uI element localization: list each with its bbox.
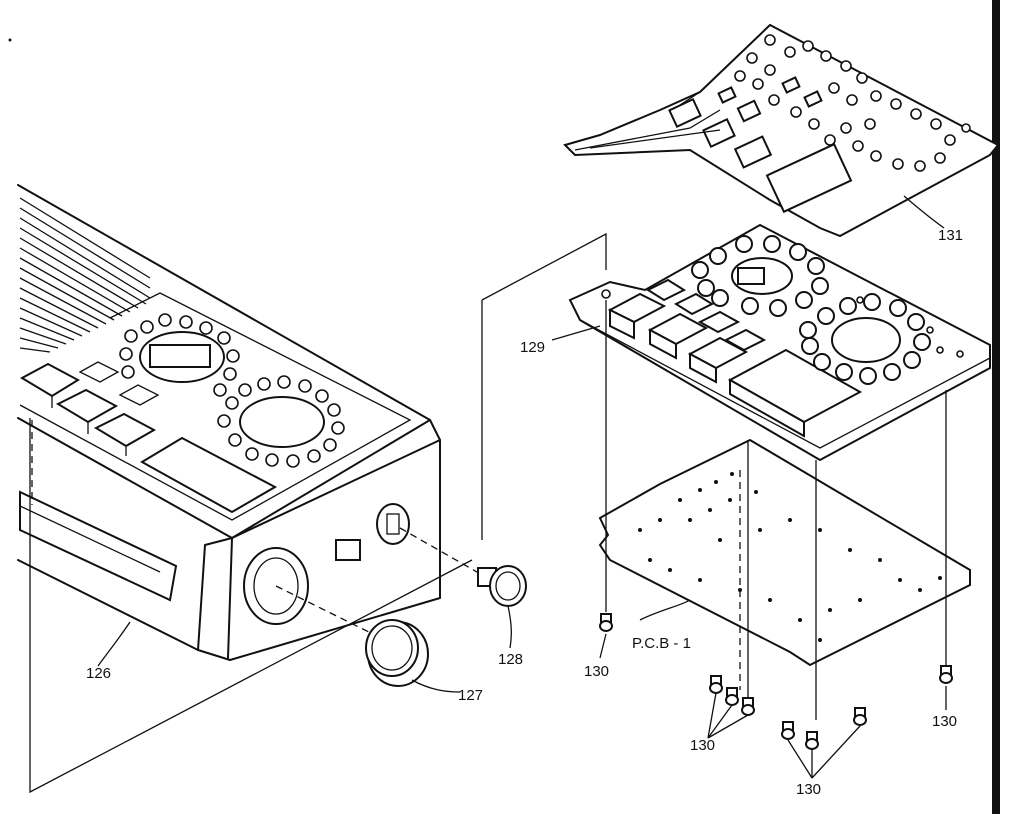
left-dial-holes <box>119 313 240 397</box>
scan-edge-bar <box>992 0 1000 814</box>
callout-131: 131 <box>938 227 963 244</box>
small-knob-part <box>399 527 527 607</box>
pcb-part <box>598 438 971 667</box>
top-plate-part <box>563 23 1000 238</box>
housing-square-buttons <box>19 361 160 456</box>
callout-130-bottom: 130 <box>796 781 821 798</box>
callout-pcb: P.C.B - 1 <box>632 635 691 652</box>
vent-grille <box>19 197 151 353</box>
switch-opening <box>335 539 361 561</box>
large-knob-part <box>275 585 429 687</box>
screws <box>599 613 953 750</box>
callout-128: 128 <box>498 651 523 668</box>
alignment-lines <box>31 300 947 720</box>
callout-130-middle: 130 <box>690 737 715 754</box>
callout-130-right: 130 <box>932 713 957 730</box>
right-dial-holes <box>217 375 345 468</box>
callout-130-left: 130 <box>584 663 609 680</box>
board-switches <box>607 278 863 438</box>
board-knobs-right <box>799 293 944 385</box>
top-plate-holes <box>734 34 971 172</box>
small-knob-socket <box>376 503 410 545</box>
leader-lines <box>97 195 947 779</box>
board-knobs-left <box>691 235 829 317</box>
control-board-part <box>568 223 991 462</box>
front-slot <box>19 490 178 602</box>
callout-129: 129 <box>520 339 545 356</box>
pcb-holes <box>638 472 942 642</box>
callout-127: 127 <box>458 687 483 704</box>
housing-assembly <box>17 184 441 661</box>
callout-126: 126 <box>86 665 111 682</box>
